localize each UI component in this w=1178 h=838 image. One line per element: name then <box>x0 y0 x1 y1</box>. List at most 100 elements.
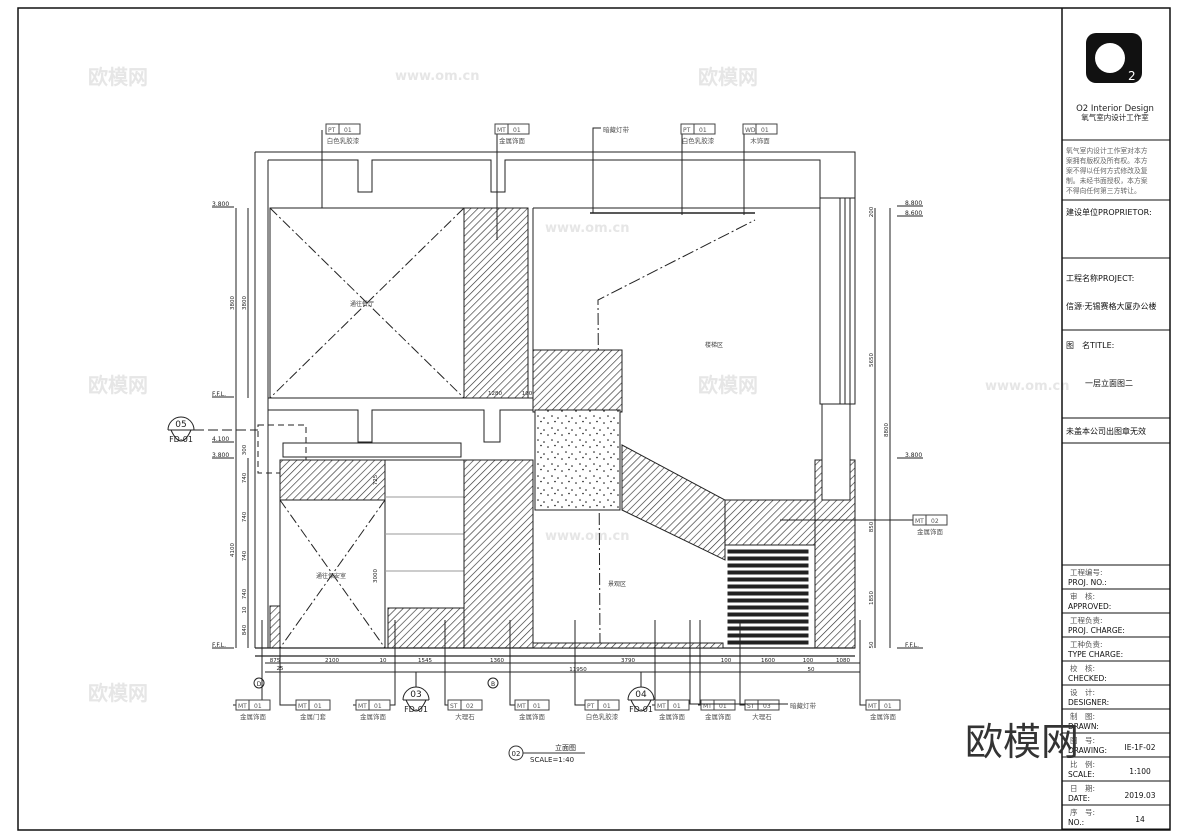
title-label: 图 名TITLE: <box>1066 340 1114 350</box>
row-label-en: DATE: <box>1068 794 1090 803</box>
dimension-text: 850 <box>869 521 875 532</box>
stair-tread <box>727 549 809 554</box>
stair-tread <box>727 598 809 603</box>
material-tag-box <box>494 123 530 135</box>
dimension-text: 50 <box>869 641 875 648</box>
dimension-text: 100 <box>522 391 533 397</box>
watermark: 欧模网 <box>698 65 758 89</box>
room-label: 通往保安室 <box>316 572 346 580</box>
stone-panel <box>534 409 621 511</box>
dimension-text: 3000 <box>373 569 379 583</box>
dimension-text: 100 <box>803 658 814 664</box>
section-sheet: FD-01 <box>404 705 428 714</box>
copyright-notice: 氧气室内设计工作室对本方案拥有版权及所有权。本方案不得以任何方式修改及复制。未经… <box>1066 146 1148 195</box>
material-code: PT <box>683 127 691 134</box>
copyright-line: 氧气室内设计工作室对本方 <box>1066 146 1148 155</box>
room-label: 通往餐厅 <box>350 300 374 308</box>
copyright-line: 制。未经书面授权，本方案 <box>1066 176 1148 185</box>
row-label-en: PROJ. NO.: <box>1068 578 1107 587</box>
stair-tread <box>727 584 809 589</box>
material-number: 02 <box>931 518 939 525</box>
level-marker: F.F.L. <box>212 642 226 649</box>
caption-title: 立面图 <box>555 743 576 752</box>
drawing-title: 一层立面图二 <box>1085 378 1133 388</box>
dimension-text: 1600 <box>761 658 775 664</box>
dimension-text: 725 <box>373 474 379 485</box>
stair-tread <box>727 577 809 582</box>
row-label-cn: 比 例: <box>1070 759 1095 769</box>
row-value: 2019.03 <box>1124 791 1155 800</box>
material-label: 金属门套 <box>300 712 327 721</box>
material-tag-box <box>325 123 361 135</box>
material-label: 金属饰面 <box>659 712 686 721</box>
stair-tread <box>727 605 809 610</box>
material-label: 大理石 <box>752 712 772 721</box>
row-label-cn: 工程编号: <box>1070 567 1103 577</box>
material-code: MT <box>868 703 877 710</box>
watermark: 欧模网 <box>698 373 758 397</box>
metal-column <box>463 207 529 399</box>
row-label-en: NO.: <box>1068 818 1084 827</box>
axis-bubble <box>253 677 265 689</box>
material-tag-box <box>700 699 736 711</box>
stair-tread <box>727 570 809 575</box>
level-marker: 8.800 <box>905 200 922 207</box>
row-label-cn: 设 计: <box>1070 687 1095 697</box>
material-code: ST <box>747 703 755 710</box>
material-label: 金属饰面 <box>705 712 732 721</box>
material-label: 金属饰面 <box>240 712 267 721</box>
stair-tread <box>727 626 809 631</box>
dimension-text: 3800 <box>242 296 248 310</box>
level-marker: F.F.L. <box>212 391 226 398</box>
material-code: MT <box>915 518 924 525</box>
title-block-rows: 工程编号:PROJ. NO.:审 核:APPROVED:工程负责:PROJ. C… <box>1062 567 1170 830</box>
dimension-text: 1080 <box>836 658 850 664</box>
row-label-en: PROJ. CHARGE: <box>1068 626 1125 635</box>
watermarks: 欧模网 www.om.cn 欧模网 欧模网 欧模网 欧模网 www.om.cn … <box>88 65 1070 705</box>
drawing-caption: 02 立面图 SCALE=1:40 <box>508 743 585 764</box>
material-tag-box <box>912 514 948 526</box>
material-tag-box <box>447 699 483 711</box>
copyright-line: 案拥有版权及所有权。本方 <box>1066 156 1148 165</box>
row-label-cn: 日 期: <box>1070 784 1095 793</box>
dimension-text: 840 <box>242 624 248 635</box>
material-number: 01 <box>761 127 769 134</box>
dimension-text: 8800 <box>884 423 890 437</box>
watermark: 欧模网 <box>88 373 148 397</box>
material-label: 白色乳胶漆 <box>586 712 619 721</box>
dimension-text: 740 <box>242 472 248 483</box>
material-code: PT <box>587 703 595 710</box>
dimension-text: 740 <box>242 588 248 599</box>
section-number: 03 <box>410 690 421 700</box>
material-tag-box <box>680 123 716 135</box>
material-code: ST <box>450 703 458 710</box>
stair-tread <box>727 591 809 596</box>
material-number: 02 <box>466 703 474 710</box>
dimension-text: 1280 <box>488 391 502 397</box>
stair-tread <box>727 612 809 617</box>
material-code: MT <box>358 703 367 710</box>
material-number: 01 <box>884 703 892 710</box>
watermark-large: 欧模网 <box>965 720 1079 764</box>
company-en: O2 Interior Design <box>1076 104 1154 114</box>
material-number: 01 <box>254 703 262 710</box>
material-number: 01 <box>719 703 727 710</box>
material-label: 白色乳胶漆 <box>327 136 360 145</box>
material-tag-box <box>654 699 690 711</box>
row-label-en: DRAWING: <box>1068 746 1107 755</box>
stair-tread <box>727 563 809 568</box>
material-code: WD <box>745 127 756 134</box>
watermark: www.om.cn <box>395 69 480 84</box>
section-sheet: FD-01 <box>629 705 653 714</box>
material-tag-box <box>744 699 780 711</box>
